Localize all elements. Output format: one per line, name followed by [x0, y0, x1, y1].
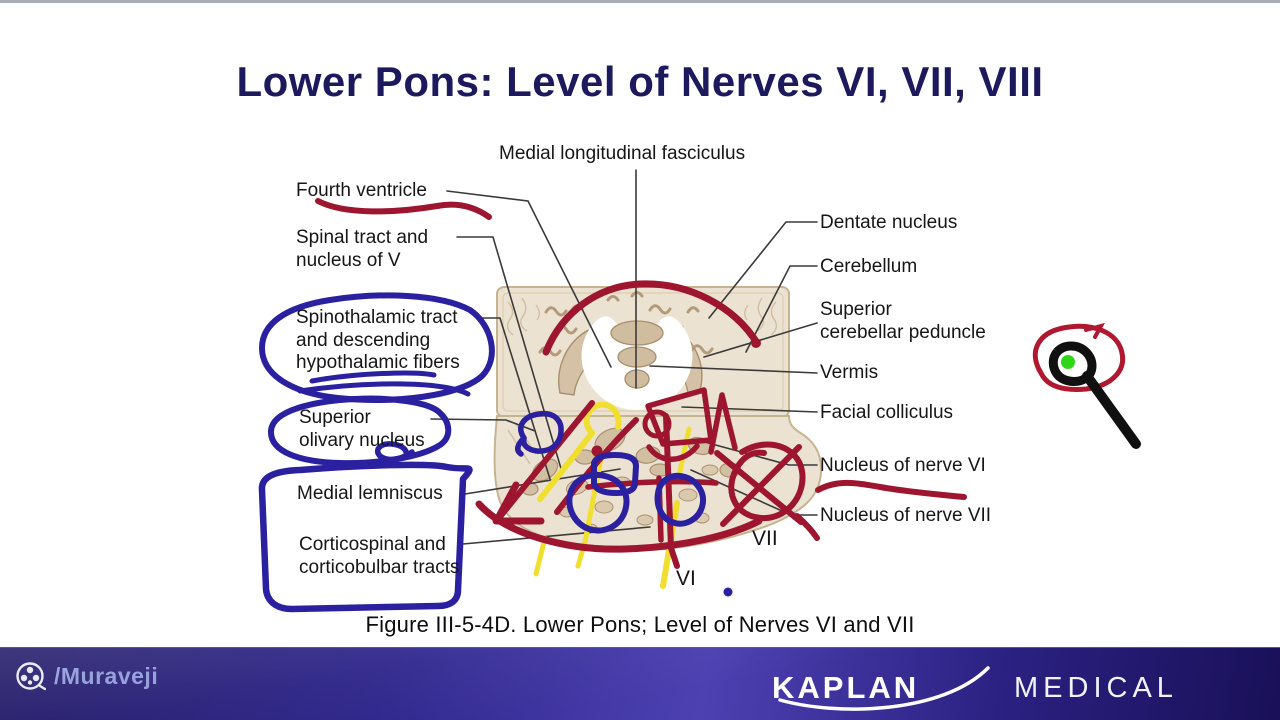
label-superior-cerebellar-peduncle: Superior cerebellar peduncle — [820, 299, 986, 343]
label-spinal-tract: Spinal tract and nucleus of V — [296, 227, 429, 271]
label-fourth-ventricle: Fourth ventricle — [296, 180, 427, 201]
label-cerebellum: Cerebellum — [820, 256, 918, 277]
page-title: Lower Pons: Level of Nerves VI, VII, VII… — [236, 58, 1044, 105]
label-spinothalamic-tract: Spinothalamic tract and descending hypot… — [296, 307, 460, 373]
label-nerve-vii-root: VII — [752, 527, 778, 550]
figure-caption: Figure III-5-4D. Lower Pons; Level of Ne… — [365, 612, 915, 637]
label-medial-longitudinal-fasciculus: Medial longitudinal fasciculus — [499, 143, 746, 164]
brand-kaplan: KAPLAN — [772, 670, 920, 705]
brand-medical: MEDICAL — [1014, 672, 1178, 704]
film-reel-icon — [16, 662, 46, 691]
label-corticospinal-tracts: Corticospinal and corticobulbar tracts — [299, 534, 460, 578]
label-medial-lemniscus: Medial lemniscus — [297, 483, 443, 504]
kaplan-medical-logo: KAPLAN MEDICAL — [772, 664, 1242, 712]
footer-bar: /Muraveji KAPLAN MEDICAL — [0, 647, 1280, 720]
label-facial-colliculus: Facial colliculus — [820, 402, 954, 423]
label-nucleus-nerve-vii: Nucleus of nerve VII — [820, 505, 992, 526]
pointer-cursor-doodle — [1032, 322, 1141, 449]
label-nucleus-nerve-vi: Nucleus of nerve VI — [820, 455, 986, 476]
top-border — [0, 0, 1280, 3]
label-dentate-nucleus: Dentate nucleus — [820, 212, 958, 233]
blue-annotations — [258, 292, 733, 613]
label-superior-olivary-nucleus: Superior olivary nucleus — [299, 407, 425, 451]
kaplan-swoosh-icon — [778, 666, 990, 711]
pointer-green-dot — [1061, 355, 1075, 369]
channel-credit: /Muraveji — [14, 660, 158, 692]
label-nerve-vi-root: VI — [676, 567, 696, 590]
channel-name: /Muraveji — [54, 662, 159, 689]
label-vermis: Vermis — [820, 362, 879, 383]
